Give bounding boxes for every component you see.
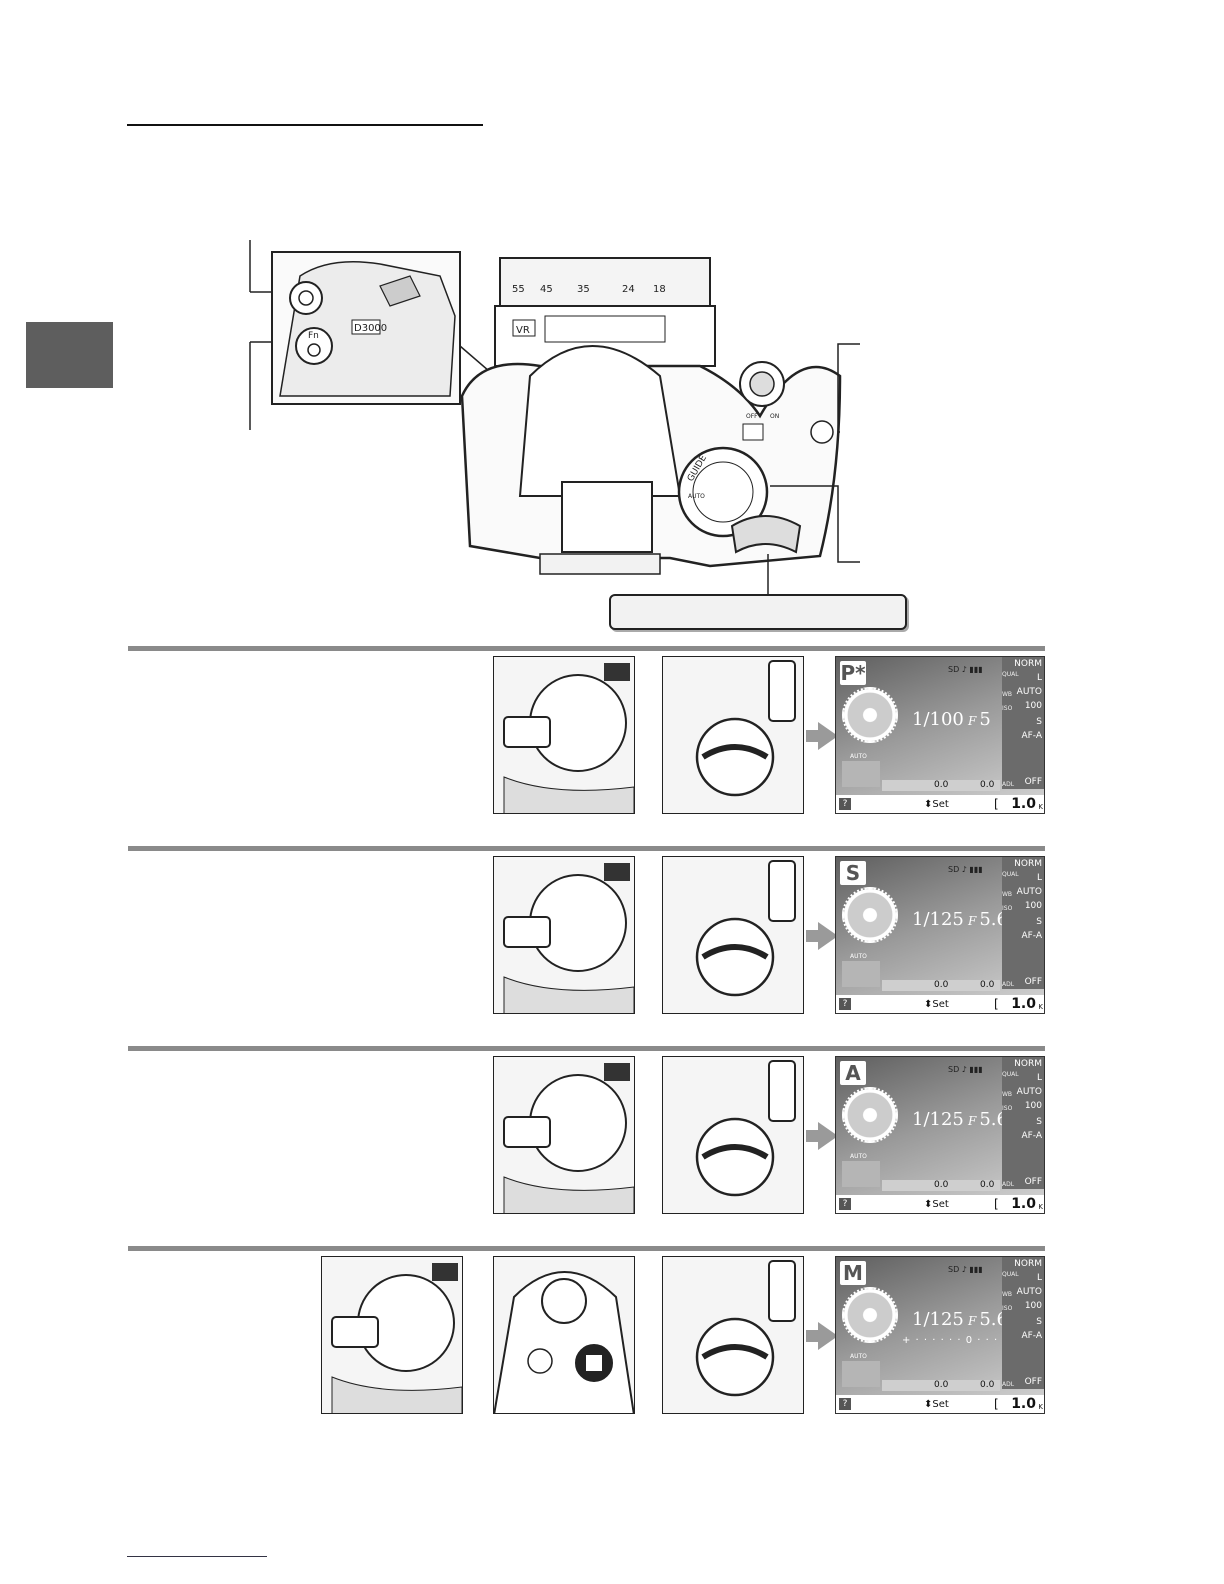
lcd-mode-badge: M	[840, 1261, 866, 1285]
lcd-exposure-meter: + · · · · · · 0 · · · · · · −	[902, 1335, 1037, 1346]
lcd-auto-label: AUTO	[850, 753, 867, 760]
exposure-button-photo-m	[493, 1256, 635, 1414]
footer-rule	[127, 1556, 267, 1557]
lcd-auto-label: AUTO	[850, 1353, 867, 1360]
svg-text:24: 24	[622, 284, 635, 295]
lcd-auto-label: AUTO	[850, 953, 867, 960]
svg-text:VR: VR	[516, 325, 530, 336]
chapter-tab	[26, 322, 113, 388]
help-icon: ?	[839, 1198, 851, 1210]
lcd-status-icons: SD ♪ ▮▮▮	[948, 865, 983, 874]
arrow-icon	[806, 1122, 838, 1150]
lcd-shutter-speed: 1/125	[912, 909, 964, 930]
command-dial-photo-s	[662, 856, 804, 1014]
header-rule	[127, 124, 483, 126]
help-icon: ?	[839, 798, 851, 810]
help-icon: ?	[839, 1398, 851, 1410]
arrow-icon	[806, 722, 838, 750]
aperture-icon	[842, 687, 898, 743]
lcd-mode-badge: A	[840, 1061, 866, 1085]
lcd-af-grid	[842, 761, 880, 787]
lcd-af-grid	[842, 1361, 880, 1387]
section-bar-a	[128, 1046, 1045, 1051]
lcd-status-icons: SD ♪ ▮▮▮	[948, 1265, 983, 1274]
svg-text:18: 18	[653, 284, 666, 295]
multi-selector-icon: ⬍	[924, 1199, 933, 1210]
lcd-status-icons: SD ♪ ▮▮▮	[948, 1065, 983, 1074]
lcd-set-label: ⬍Set	[924, 1399, 949, 1410]
command-dial-photo-a	[662, 1056, 804, 1214]
mode-dial-photo-m	[321, 1256, 463, 1414]
lcd-set-label: ⬍Set	[924, 1199, 949, 1210]
command-dial-photo-m	[662, 1256, 804, 1414]
svg-text:OFF: OFF	[746, 413, 758, 420]
lcd-frames-remaining: 1.0	[1011, 1196, 1036, 1212]
multi-selector-icon: ⬍	[924, 999, 933, 1010]
help-icon: ?	[839, 998, 851, 1010]
lcd-mode-badge: P*	[840, 661, 866, 685]
svg-text:AUTO: AUTO	[688, 493, 705, 500]
lcd-shutter-speed: 1/125	[912, 1309, 964, 1330]
lcd-shutter-speed: 1/100	[912, 709, 964, 730]
svg-text:35: 35	[577, 284, 590, 295]
svg-text:ON: ON	[770, 413, 779, 420]
section-bar-m	[128, 1246, 1045, 1251]
arrow-icon	[806, 922, 838, 950]
camera-top-illustration: Fn D3000 55 45 35 24 18 VR GUIDE AUTO OF…	[249, 240, 860, 594]
arrow-icon	[806, 1322, 838, 1350]
lcd-set-label: ⬍Set	[924, 999, 949, 1010]
aperture-icon	[842, 1087, 898, 1143]
section-bar-p	[128, 646, 1045, 651]
command-dial-callout	[609, 594, 907, 630]
lcd-af-grid	[842, 1161, 880, 1187]
lcd-bottom-bar: ? ⬍Set [ 1.0 K	[836, 795, 1044, 813]
lcd-settings-column: QUAL NORM L WB AUTO ISO 100 S AF-A ADL O…	[1002, 1057, 1044, 1189]
command-dial-photo-p	[662, 656, 804, 814]
fn-label: Fn	[308, 331, 319, 341]
lcd-settings-column: QUAL NORM L WB AUTO ISO 100 S AF-A ADL O…	[1002, 657, 1044, 789]
lcd-mode-badge: S	[840, 861, 866, 885]
mode-dial-photo-s	[493, 856, 635, 1014]
lcd-set-label: ⬍Set	[924, 799, 949, 810]
lcd-frames-remaining: 1.0	[1011, 996, 1036, 1012]
svg-text:45: 45	[540, 284, 553, 295]
lcd-frames-remaining: 1.0	[1011, 1396, 1036, 1412]
multi-selector-icon: ⬍	[924, 799, 933, 810]
mode-dial-photo-a	[493, 1056, 635, 1214]
model-label: D3000	[354, 323, 387, 334]
multi-selector-icon: ⬍	[924, 1399, 933, 1410]
lcd-shutter-speed: 1/125	[912, 1109, 964, 1130]
lcd-bottom-bar: ? ⬍Set [ 1.0 K	[836, 1395, 1044, 1413]
aperture-icon	[842, 1287, 898, 1343]
svg-text:55: 55	[512, 284, 525, 295]
lcd-settings-column: QUAL NORM L WB AUTO ISO 100 S AF-A ADL O…	[1002, 1257, 1044, 1389]
lcd-status-icons: SD ♪ ▮▮▮	[948, 665, 983, 674]
lcd-bottom-bar: ? ⬍Set [ 1.0 K	[836, 1195, 1044, 1213]
lcd-settings-column: QUAL NORM L WB AUTO ISO 100 S AF-A ADL O…	[1002, 857, 1044, 989]
lcd-frames-remaining: 1.0	[1011, 796, 1036, 812]
section-bar-s	[128, 846, 1045, 851]
lcd-bottom-bar: ? ⬍Set [ 1.0 K	[836, 995, 1044, 1013]
mode-dial-photo-p	[493, 656, 635, 814]
lcd-af-grid	[842, 961, 880, 987]
lcd-auto-label: AUTO	[850, 1153, 867, 1160]
aperture-icon	[842, 887, 898, 943]
